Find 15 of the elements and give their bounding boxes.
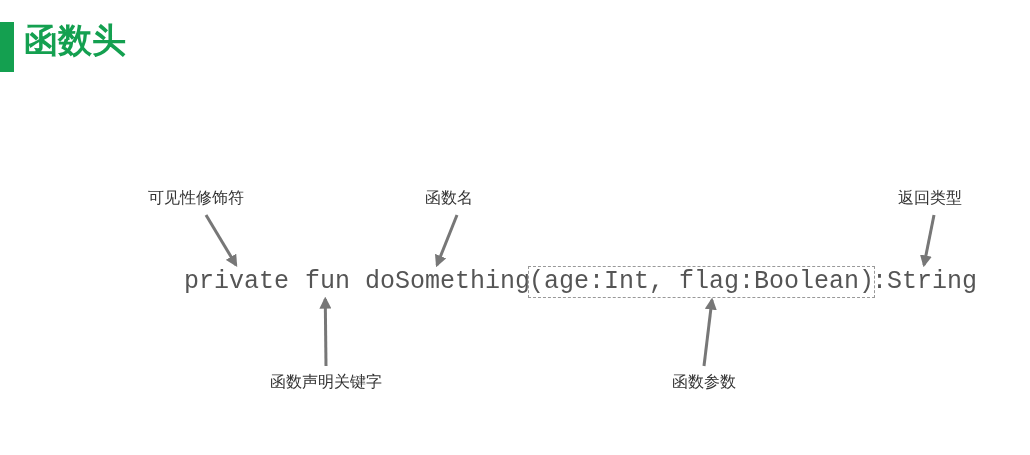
- code-token: fun: [305, 267, 350, 297]
- heading: 函数头: [24, 19, 126, 62]
- annotation-label: 可见性修饰符: [148, 188, 244, 209]
- code-token: private: [184, 267, 290, 297]
- leader-arrow: [319, 296, 332, 366]
- annotation-label: 函数参数: [672, 372, 736, 393]
- parameter-box: (age:Int, flag:Boolean): [528, 266, 876, 298]
- annotation-label: 函数名: [425, 188, 473, 209]
- annotation-label: 函数声明关键字: [270, 372, 382, 393]
- leader-arrow: [920, 214, 936, 268]
- annotation-label: 返回类型: [898, 188, 962, 209]
- code-token: doSomething: [365, 267, 531, 297]
- leader-arrow: [702, 297, 717, 367]
- leader-arrow: [204, 214, 238, 268]
- leader-arrow: [435, 214, 459, 268]
